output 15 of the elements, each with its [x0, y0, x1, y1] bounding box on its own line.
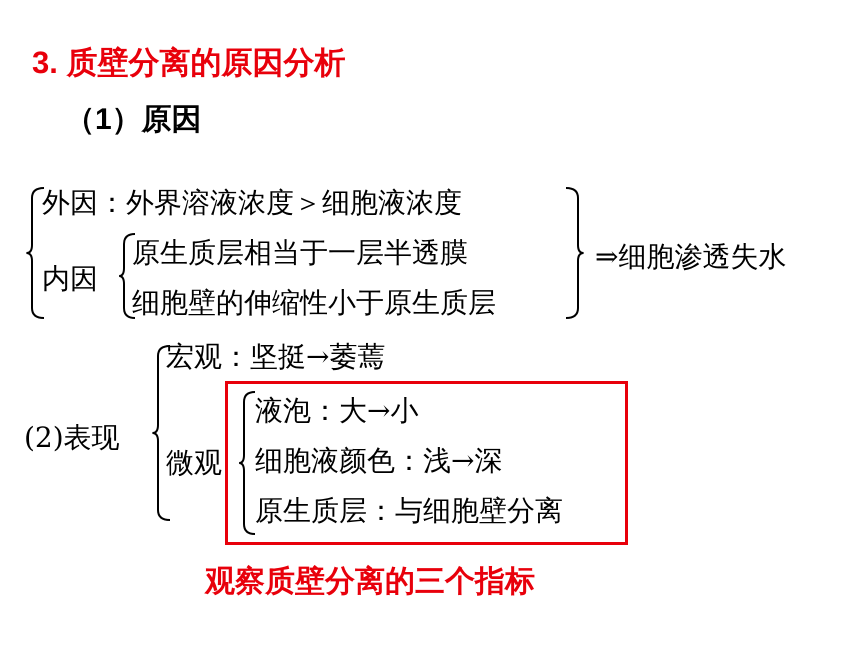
text-label: 微观	[166, 446, 222, 480]
text-label: 细胞壁的伸缩性小于原生质层	[132, 286, 496, 320]
text-label: 细胞液颜色：浅→深	[255, 444, 502, 478]
text-label: 原生质层：与细胞壁分离	[255, 494, 563, 528]
text-label: (2)表现	[24, 421, 120, 455]
highlight-box	[225, 381, 628, 545]
text-label: 内因	[42, 262, 98, 296]
text-label: 液泡：大→小	[255, 394, 418, 428]
text-label: 宏观：坚挺→萎蔫	[166, 340, 386, 374]
text-label: 外因：外界溶液浓度＞细胞液浓度	[42, 186, 462, 220]
text-label: 原生质层相当于一层半透膜	[132, 236, 468, 270]
text-label: ⇒细胞渗透失水	[595, 240, 786, 274]
box-caption: 观察质壁分离的三个指标	[205, 564, 535, 600]
slide-title: 3. 质壁分离的原因分析	[32, 44, 346, 82]
section-heading: （1）原因	[65, 103, 202, 137]
